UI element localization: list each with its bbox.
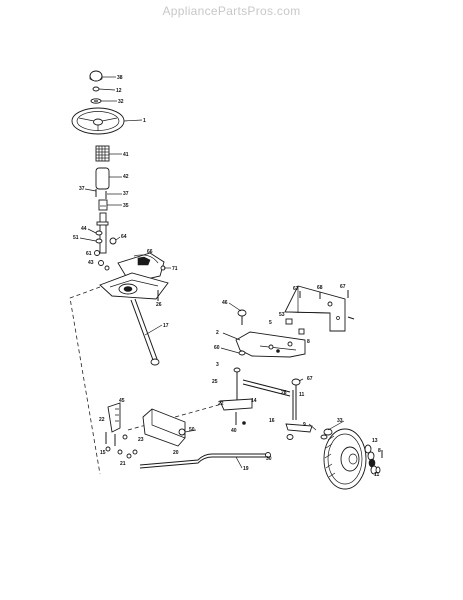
callout-67-c: 67 — [307, 376, 313, 382]
callout-41: 41 — [123, 152, 129, 158]
steering-wheel[interactable] — [71, 107, 125, 135]
callout-5: 5 — [269, 320, 272, 326]
callout-8-b: 8 — [378, 448, 381, 454]
drag-link-rod[interactable] — [139, 452, 271, 469]
callout-64: 64 — [121, 234, 127, 240]
tie-rod[interactable] — [242, 379, 291, 397]
shaft-bushings[interactable] — [95, 230, 117, 245]
callout-66: 66 — [147, 249, 153, 255]
pinion-small-parts[interactable] — [94, 250, 166, 302]
callout-45: 45 — [119, 398, 125, 404]
steering-adapter[interactable] — [95, 145, 110, 162]
callout-15: 15 — [100, 450, 106, 456]
steering-cap[interactable] — [89, 70, 103, 82]
callout-67-a: 67 — [293, 286, 299, 292]
callout-14: 14 — [251, 398, 257, 404]
callout-16: 16 — [269, 418, 275, 424]
callout-32: 32 — [118, 99, 124, 105]
callout-22-a: 22 — [218, 401, 224, 407]
callout-30: 30 — [266, 456, 272, 462]
callout-51: 51 — [73, 235, 79, 241]
dashed-guide-left — [69, 286, 101, 475]
callout-28: 28 — [281, 390, 287, 396]
callout-71: 71 — [172, 266, 178, 272]
steering-washer[interactable] — [90, 98, 102, 104]
callout-8: 8 — [307, 339, 310, 345]
callout-9: 9 — [303, 422, 306, 428]
bracket-hardware[interactable] — [105, 432, 138, 459]
callout-11-b: 11 — [374, 472, 380, 478]
callout-22-b: 22 — [99, 417, 105, 423]
callout-26: 26 — [156, 302, 162, 308]
lower-bracket[interactable] — [142, 408, 186, 447]
front-wheel[interactable] — [323, 428, 367, 490]
callout-61: 61 — [86, 251, 92, 257]
spindle-washers[interactable] — [286, 428, 333, 440]
front-axle[interactable] — [235, 331, 306, 358]
left-spindle[interactable] — [219, 367, 253, 425]
callout-37-a: 37 — [79, 186, 85, 192]
callout-68: 68 — [317, 285, 323, 291]
callout-53: 53 — [279, 312, 285, 318]
drag-link-long[interactable] — [130, 298, 160, 366]
steering-bracket[interactable] — [99, 272, 169, 300]
callout-50: 50 — [189, 427, 195, 433]
steering-bellows[interactable] — [95, 167, 110, 190]
callout-17: 17 — [163, 323, 169, 329]
callout-43: 43 — [88, 260, 94, 266]
pivot-bracket[interactable] — [107, 402, 121, 433]
leader-lines — [79, 76, 345, 469]
callout-11-a: 11 — [299, 392, 305, 398]
callout-67-b: 67 — [340, 284, 346, 290]
steering-bolts[interactable] — [95, 189, 108, 211]
callout-38: 38 — [117, 75, 123, 81]
bracket-bolts[interactable] — [299, 290, 355, 320]
callout-25: 25 — [212, 379, 218, 385]
callout-60: 60 — [214, 345, 220, 351]
callout-23: 23 — [138, 437, 144, 443]
callout-12: 12 — [116, 88, 122, 94]
wheel-hardware[interactable] — [364, 444, 383, 475]
callout-46: 46 — [222, 300, 228, 306]
axle-support-bracket[interactable] — [284, 285, 346, 332]
callout-37-b: 37 — [123, 191, 129, 197]
callout-21: 21 — [120, 461, 126, 467]
callout-19: 19 — [243, 466, 249, 472]
callout-33: 33 — [337, 418, 343, 424]
right-spindle[interactable] — [285, 378, 313, 433]
watermark: AppliancePartsPros.com — [162, 4, 301, 18]
callout-1: 1 — [143, 118, 146, 124]
callout-20: 20 — [173, 450, 179, 456]
callout-13: 13 — [372, 438, 378, 444]
axle-hardware[interactable] — [237, 309, 305, 356]
steering-nut[interactable] — [92, 86, 100, 92]
callout-42: 42 — [123, 174, 129, 180]
callout-numbers: 38 12 32 1 41 42 37 37 35 44 51 64 61 43… — [73, 75, 381, 478]
callout-2: 2 — [216, 330, 219, 336]
callout-40: 40 — [231, 428, 237, 434]
callout-3: 3 — [216, 362, 219, 368]
callout-44: 44 — [81, 226, 87, 232]
callout-35: 35 — [123, 203, 129, 209]
